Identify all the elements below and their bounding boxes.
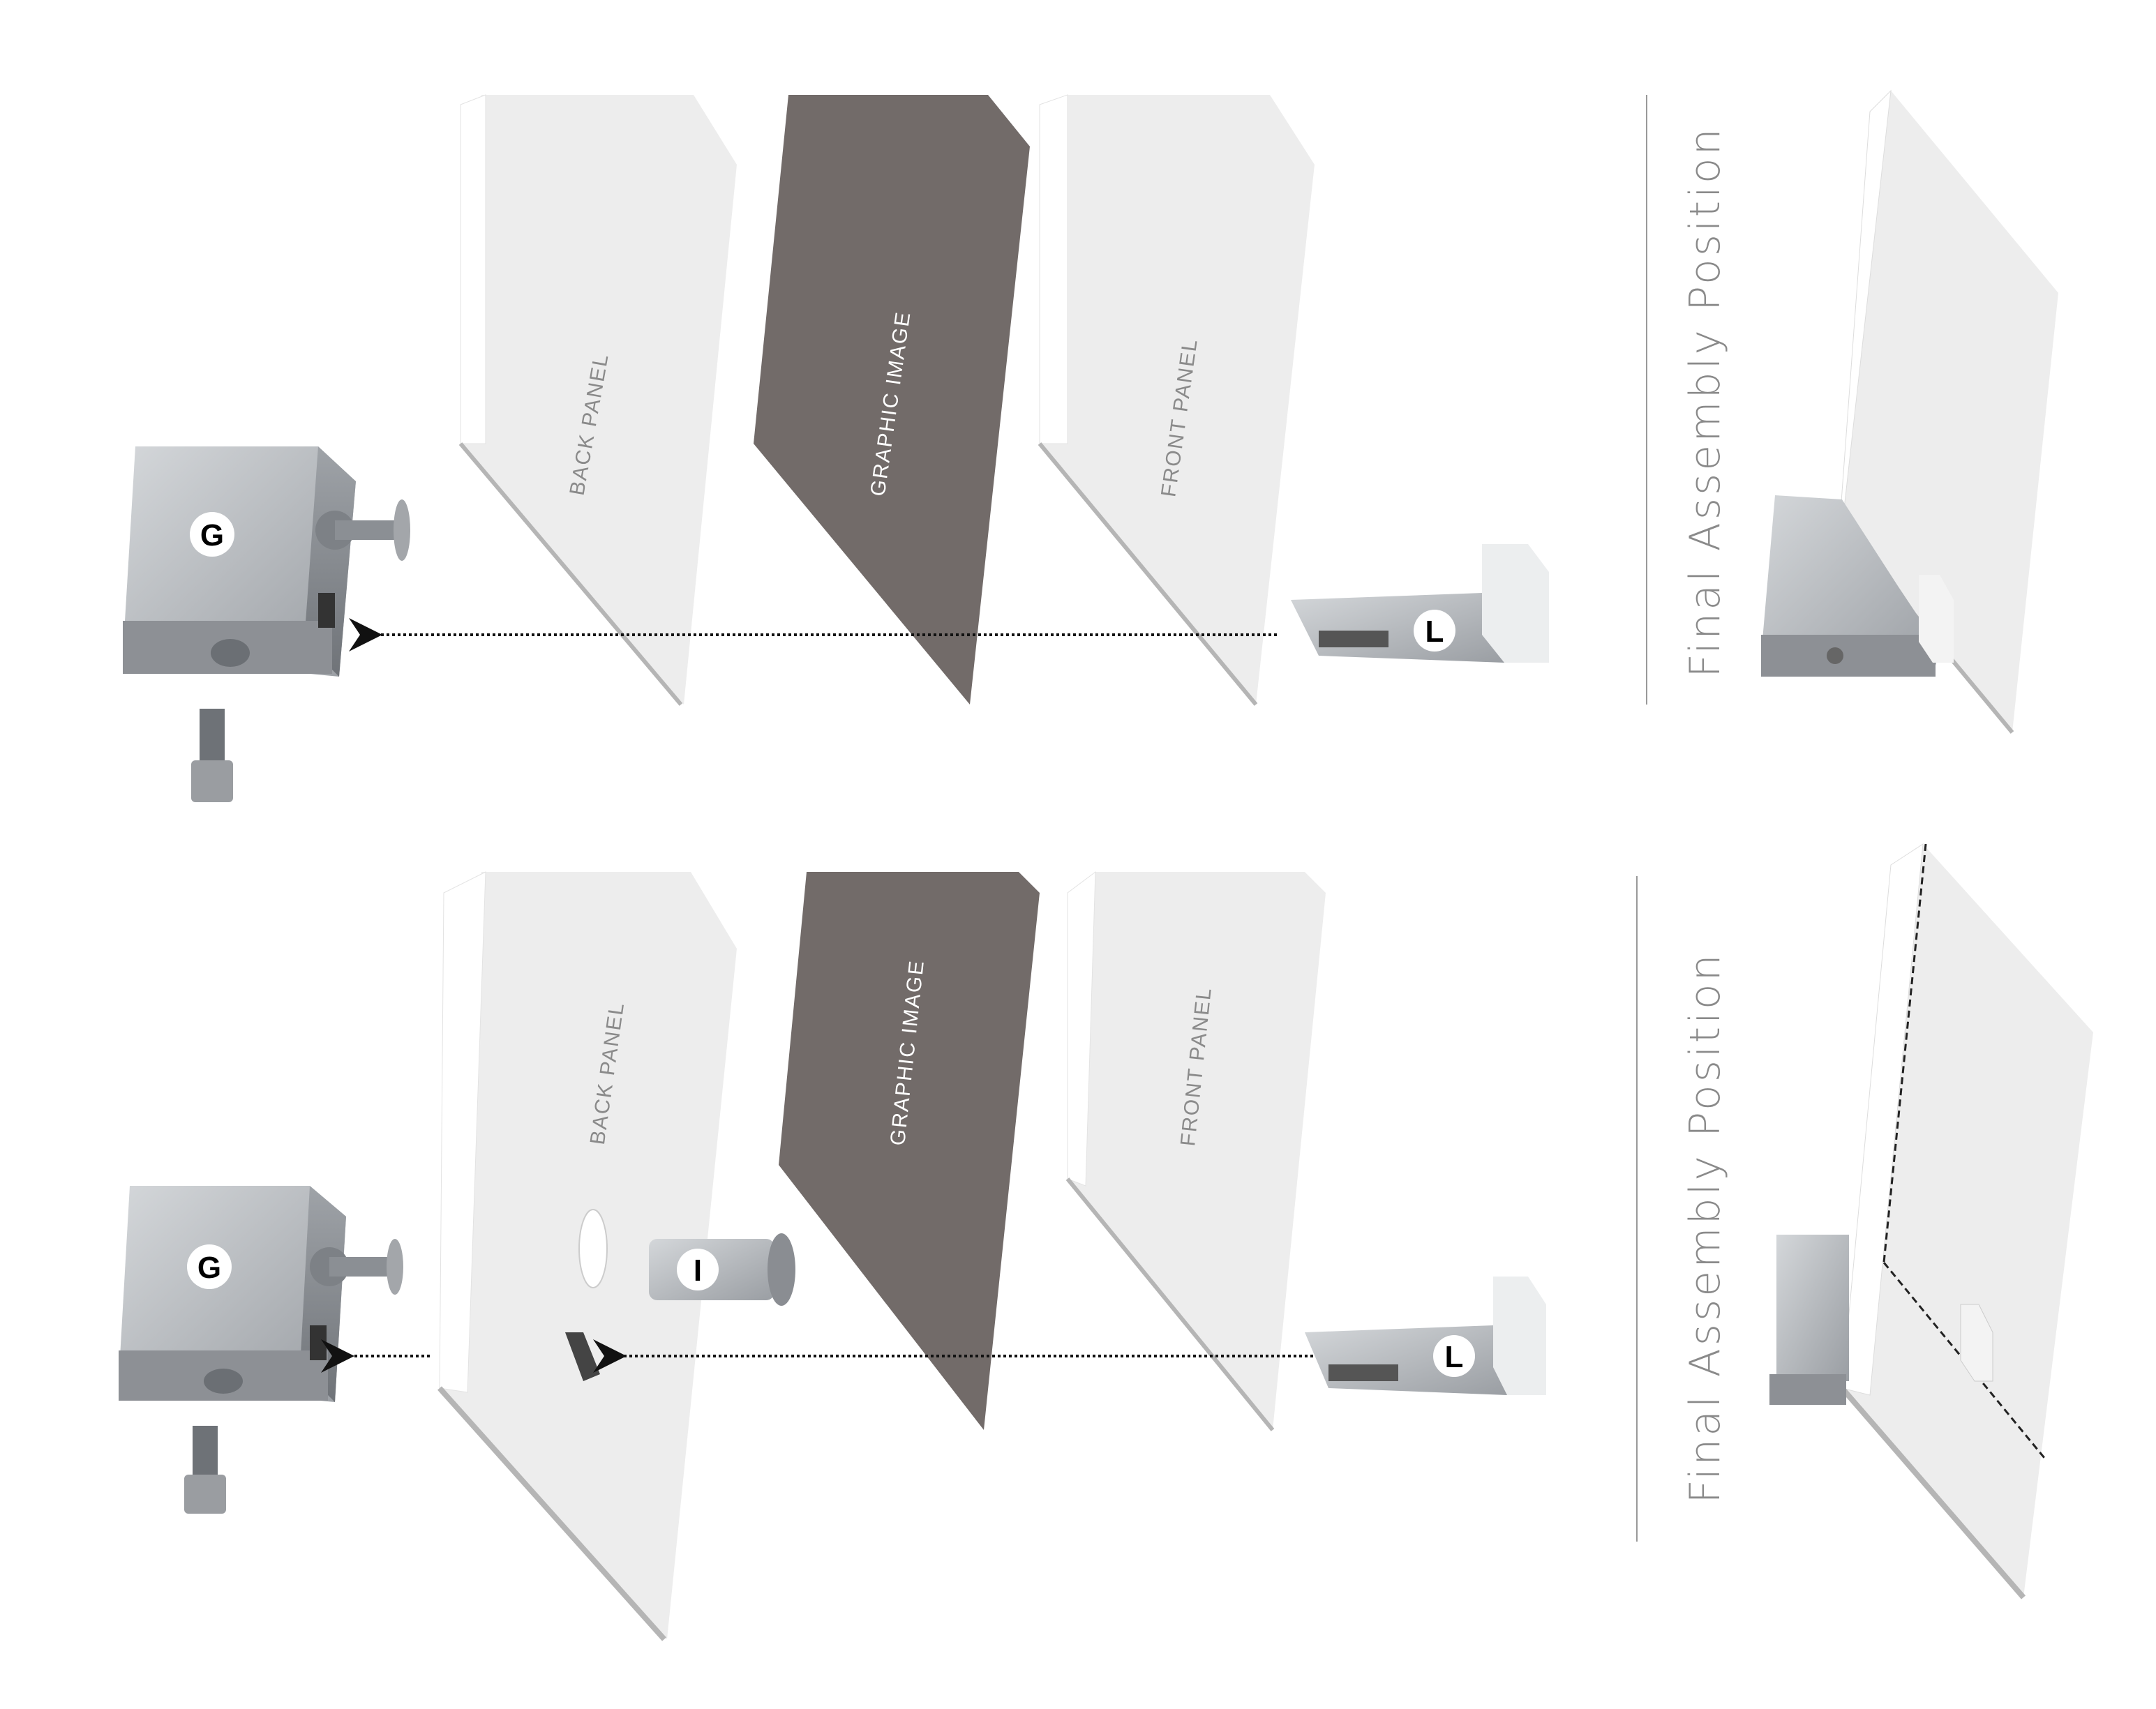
final-assembly-label: Final Assembly Position [1681,951,1730,1503]
badge-g-label: G [197,1251,221,1285]
panel-hole [578,1209,608,1288]
hidden-edge-line [1882,843,1927,1263]
set-screw-icon [191,709,233,802]
panel-slot [565,1332,600,1381]
g-block: G [119,1186,403,1402]
top-row: BACK PANEL GRAPHIC IMAGE FRONT PANEL G [123,89,2058,802]
badge-g [190,512,234,557]
threaded-insert: I [649,1233,795,1306]
g-block: G [123,446,410,677]
l-bracket: L [1291,544,1549,663]
final-assembly-view [1761,89,2058,734]
badge-i [677,1249,719,1290]
back-panel: BACK PANEL [437,871,737,1641]
badge-i-label: I [694,1253,702,1288]
screw-icon [315,499,410,561]
set-screw-icon [184,1426,226,1514]
badge-l-label: L [1425,615,1444,649]
final-assembly-view [1769,843,2093,1599]
front-panel: FRONT PANEL [1038,94,1315,706]
bottom-row: BACK PANEL GRAPHIC IMAGE FRONT PANEL G [119,843,2093,1641]
badge-l [1433,1335,1475,1377]
badge-g-label: G [200,518,224,552]
badge-l [1414,610,1455,652]
graphic-image-layer: GRAPHIC IMAGE [754,95,1030,705]
l-bracket: L [1305,1277,1546,1395]
badge-g [187,1244,232,1289]
front-panel: FRONT PANEL [1065,871,1326,1431]
screw-icon [310,1239,403,1295]
final-assembly-label: Final Assembly Position [1681,126,1730,677]
graphic-image-layer: GRAPHIC IMAGE [779,872,1040,1430]
back-panel: BACK PANEL [458,94,737,706]
badge-l-label: L [1445,1340,1464,1374]
